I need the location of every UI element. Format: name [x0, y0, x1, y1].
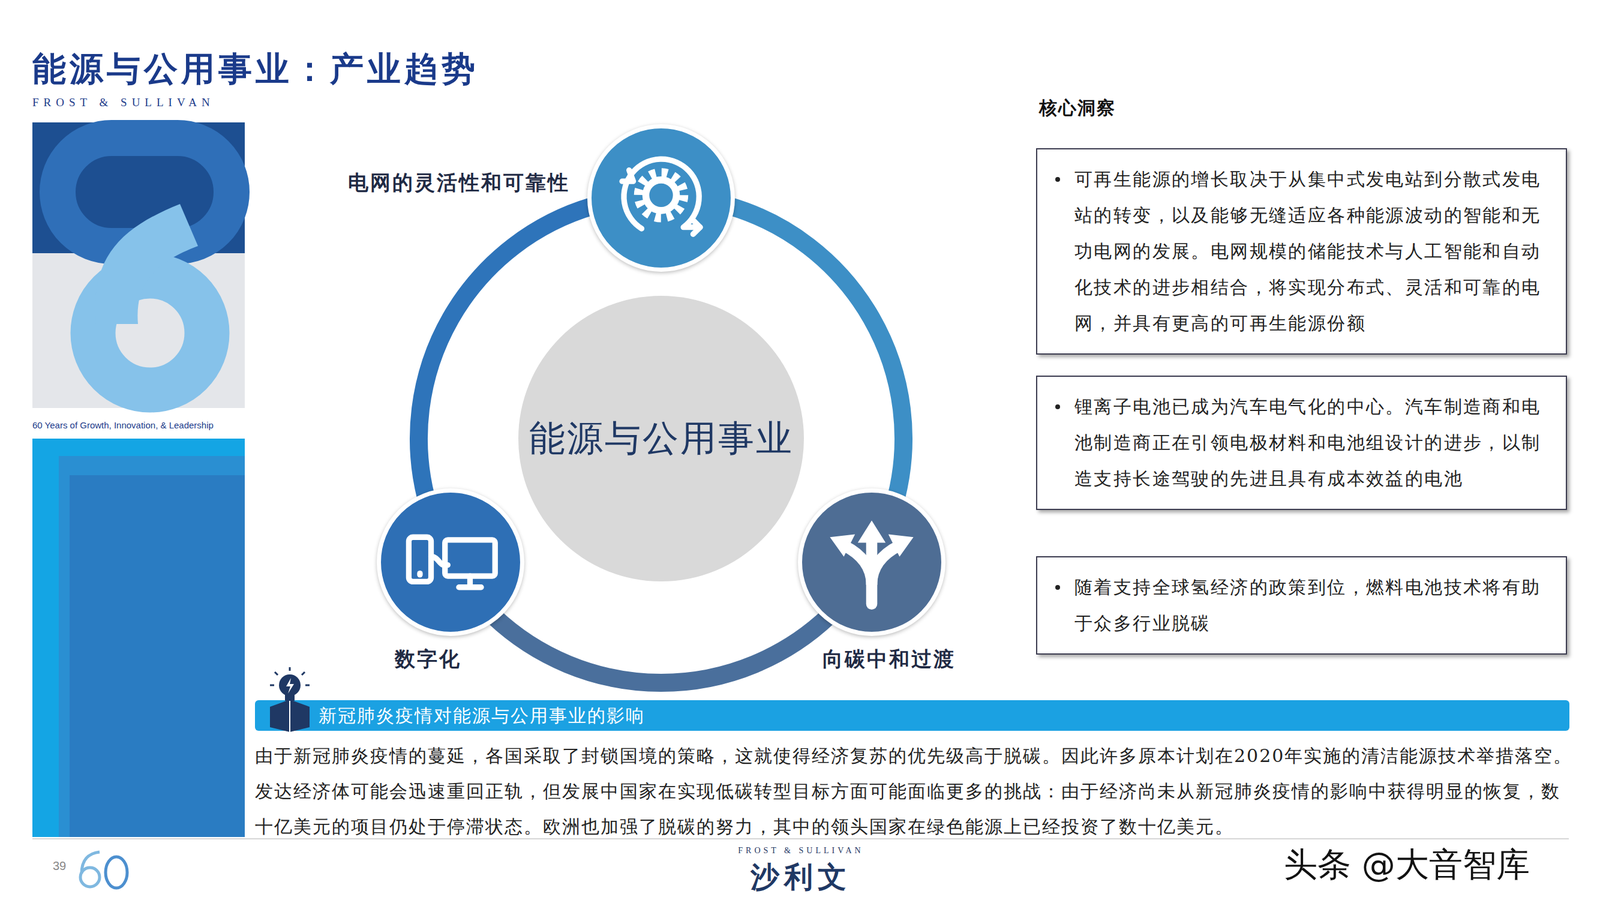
blue-panel: [32, 438, 245, 837]
blue-panel-inner: [58, 455, 245, 837]
footer-logo-six: [80, 867, 100, 887]
ring-arc: [493, 616, 830, 683]
label-text: FROST & SULLIVAN: [680, 845, 921, 856]
trend-circle: 数字化: [376, 488, 525, 636]
gear-icon: [591, 128, 731, 268]
hub-label: 能源与公用事业: [529, 414, 794, 464]
footer-logo-zero: [105, 856, 128, 888]
bullet-dot: [1055, 404, 1061, 410]
impact-bar: 新冠肺炎疫情对能源与公用事业的影响: [254, 700, 1570, 731]
label-text: FROST & SULLIVAN: [32, 95, 215, 110]
page-title: 能源与公用事业：产业趋势: [32, 46, 479, 93]
devices-icon: [380, 492, 521, 632]
bullet-dot: [1055, 176, 1061, 182]
insight-text: 可再生能源的增长取决于从集中式发电站到分散式发电站的转变，以及能够无缝适应各种能…: [1074, 161, 1552, 342]
label-text: 头条 @大音智库: [1283, 842, 1530, 888]
six-tail: [95, 203, 198, 324]
label-text: 60 Years of Growth, Innovation, & Leader…: [32, 419, 214, 431]
trend-label: 数字化: [394, 645, 462, 674]
blue-panel-inner2: [69, 475, 245, 837]
label-text: 核心洞察: [1039, 95, 1116, 121]
hub-circle: 能源与公用事业: [518, 295, 804, 582]
insight-box: 随着支持全球氢经济的政策到位，燃料电池技术将有助于众多行业脱碳: [1036, 556, 1568, 655]
label-text: 沙利文: [680, 857, 921, 897]
trend-circle: 向碳中和过渡: [797, 488, 946, 636]
trend-label: 电网的灵活性和可靠性: [347, 169, 570, 197]
trend-circle: 电网的灵活性和可靠性: [587, 124, 735, 272]
insight-text: 锂离子电池已成为汽车电气化的中心。汽车制造商和电池制造商正在引领电极材料和电池组…: [1074, 388, 1552, 497]
trend-label: 向碳中和过渡: [822, 645, 956, 674]
footer-rule: [32, 838, 1569, 840]
insight-box: 可再生能源的增长取决于从集中式发电站到分散式发电站的转变，以及能够无缝适应各种能…: [1036, 148, 1568, 355]
insight-text: 随着支持全球氢经济的政策到位，燃料电池技术将有助于众多行业脱碳: [1074, 569, 1552, 642]
split-icon: [802, 492, 942, 632]
bar-title: 新冠肺炎疫情对能源与公用事业的影响: [318, 700, 1558, 731]
label-text: 由于新冠肺炎疫情的蔓延，各国采取了封锁国境的策略，这就使得经济复苏的优先级高于脱…: [254, 737, 1575, 845]
label-text: 39: [52, 859, 66, 873]
footer-logo-tail: [81, 851, 100, 874]
lightbulb-icon: [262, 664, 317, 732]
insight-box: 锂离子电池已成为汽车电气化的中心。汽车制造商和电池制造商正在引领电极材料和电池组…: [1036, 375, 1568, 510]
bullet-dot: [1055, 584, 1061, 590]
